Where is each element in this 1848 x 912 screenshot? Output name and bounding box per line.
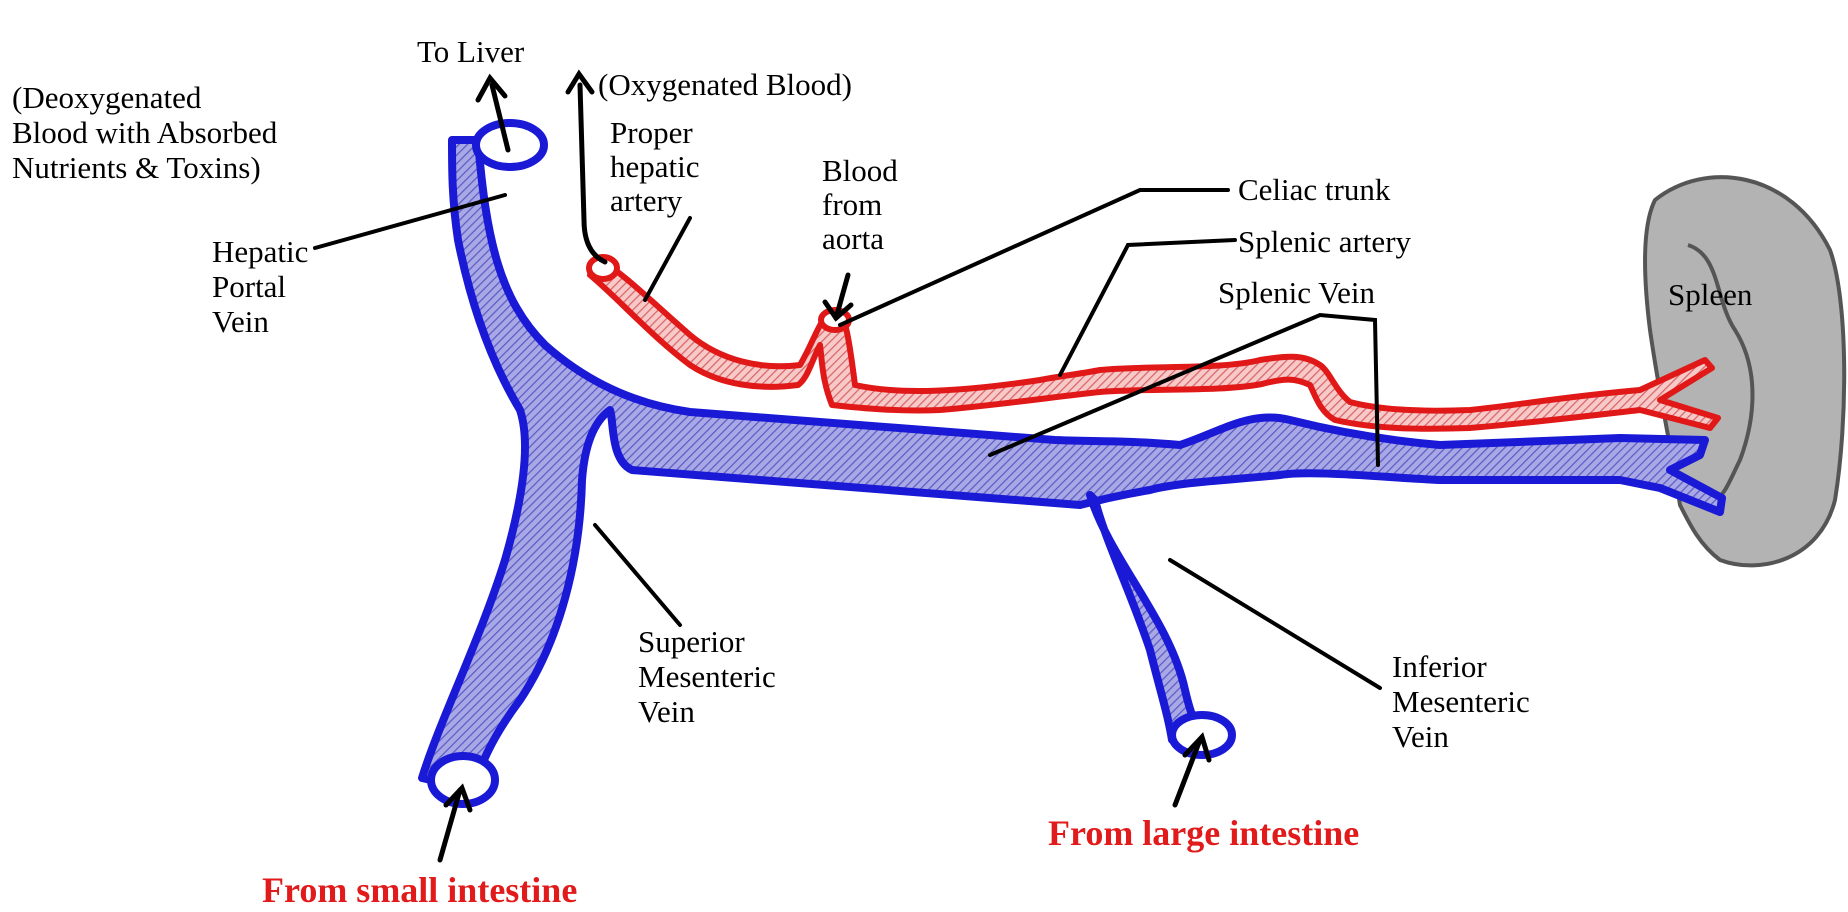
from-small-intestine-label: From small intestine (262, 870, 577, 910)
proper-hepatic-label-line1: Proper (610, 115, 693, 150)
blood-from-aorta-label-line1: Blood (822, 153, 898, 188)
splenic-artery-leader (1060, 240, 1235, 375)
hepatic-portal-vein-label-line2: Portal (212, 269, 286, 304)
celiac-trunk-label: Celiac trunk (1238, 172, 1391, 207)
from-large-intestine-label: From large intestine (1048, 813, 1359, 853)
superior-mesenteric-leader (595, 525, 680, 625)
superior-mesenteric-vein-label-line2: Mesenteric (638, 659, 776, 694)
blood-from-aorta-label-line2: from (822, 187, 882, 222)
splenic-artery-label: Splenic artery (1238, 224, 1412, 259)
hepatic-and-splenic-artery (590, 258, 1718, 429)
hepatic-portal-vein-label-line1: Hepatic (212, 234, 308, 269)
arteries (589, 257, 1718, 429)
superior-mesenteric-vein-label-line3: Vein (638, 694, 695, 729)
deoxygenated-label-line3: Nutrients & Toxins) (12, 150, 261, 185)
oxygenated-label: (Oxygenated Blood) (598, 67, 852, 102)
inferior-mesenteric-vein (1090, 495, 1212, 745)
superior-mesenteric-vein-label-line1: Superior (638, 624, 745, 659)
inferior-mesenteric-vein-label-line1: Inferior (1392, 649, 1487, 684)
inferior-mesenteric-vein-label-line2: Mesenteric (1392, 684, 1530, 719)
splenic-vein-label: Splenic Vein (1218, 275, 1375, 310)
to-liver-arrow-artery (580, 85, 605, 262)
blood-from-aorta-label-line3: aorta (822, 221, 884, 256)
inferior-mesenteric-leader (1170, 560, 1380, 688)
hepatic-portal-vein-label-line3: Vein (212, 304, 269, 339)
deoxygenated-label-line1: (Deoxygenated (12, 80, 202, 115)
proper-hepatic-leader (645, 218, 690, 300)
hepatic-portal-vein-opening (476, 123, 544, 167)
spleen-label: Spleen (1668, 277, 1753, 312)
proper-hepatic-label-line3: artery (610, 183, 683, 218)
deoxygenated-label-line2: Blood with Absorbed (12, 115, 278, 150)
inferior-mesenteric-vein-label-line3: Vein (1392, 719, 1449, 754)
proper-hepatic-label-line2: hepatic (610, 149, 700, 184)
to-liver-label: To Liver (417, 34, 525, 69)
celiac-trunk-leader (840, 190, 1228, 325)
